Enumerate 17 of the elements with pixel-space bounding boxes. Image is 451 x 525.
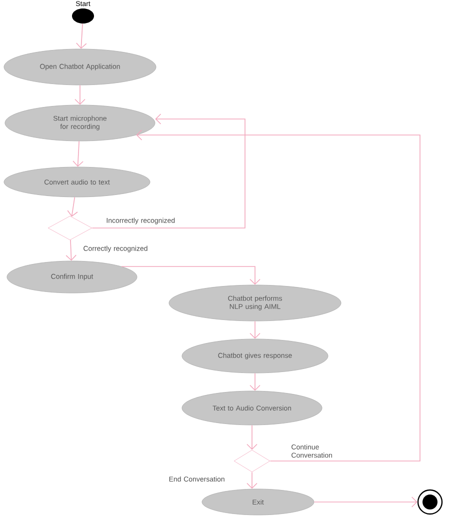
arrow — [76, 23, 87, 49]
arrow — [246, 424, 258, 450]
arrow — [72, 140, 84, 167]
arrow — [314, 496, 418, 508]
arrow — [250, 372, 260, 391]
decision-diamond — [234, 450, 270, 472]
arrow — [136, 130, 420, 462]
end-node — [417, 489, 443, 515]
arrow — [246, 472, 258, 489]
decision-diamond — [48, 216, 92, 240]
arrow — [92, 114, 246, 228]
arrow — [67, 196, 78, 217]
arrow — [250, 320, 260, 339]
start-node — [72, 8, 94, 24]
arrow — [66, 240, 76, 261]
arrow — [121, 266, 260, 285]
arrow — [74, 84, 86, 105]
